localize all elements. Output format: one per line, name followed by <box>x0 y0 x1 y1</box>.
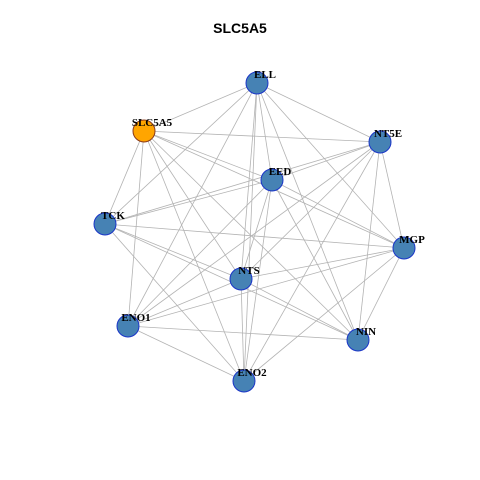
node-eno1: ENO1 <box>116 312 151 338</box>
node-slc5a5: SLC5A5 <box>132 117 173 143</box>
figure-title: SLC5A5 <box>213 20 267 36</box>
edge-ell-eno2 <box>243 82 258 382</box>
node-ell: ELL <box>245 69 276 95</box>
edge-nt5e-tck <box>104 141 381 225</box>
node-tck: TCK <box>93 210 125 236</box>
node-circle-eno2 <box>232 369 256 393</box>
node-label-nin: NIN <box>356 326 376 338</box>
edge-eed-eno2 <box>243 179 273 382</box>
edge-ell-nt5e <box>256 82 381 143</box>
edge-slc5a5-eno2 <box>143 130 245 382</box>
edge-ell-tck <box>104 82 258 225</box>
edge-mgp-nts <box>240 247 405 280</box>
node-label-nt5e: NT5E <box>374 128 402 140</box>
edge-slc5a5-eed <box>143 130 273 181</box>
node-nts: NTS <box>229 265 260 291</box>
node-circle-nt5e <box>368 130 392 154</box>
edge-eno1-nin <box>127 325 359 341</box>
edge-mgp-eno1 <box>127 247 405 327</box>
node-circle-tck <box>93 212 117 236</box>
edge-mgp-nin <box>357 247 405 341</box>
node-label-nts: NTS <box>238 265 259 277</box>
node-eno2: ENO2 <box>232 367 267 393</box>
edge-tck-nts <box>104 223 242 280</box>
node-circle-mgp <box>392 236 416 260</box>
edge-eed-eno1 <box>127 179 273 327</box>
node-label-eed: EED <box>269 166 292 178</box>
edge-eed-nts <box>240 179 273 280</box>
edge-layer <box>104 82 405 382</box>
edge-eed-nin <box>271 179 359 341</box>
edge-ell-slc5a5 <box>143 82 258 132</box>
edge-mgp-eno2 <box>243 247 405 382</box>
edge-nts-eno1 <box>127 278 242 327</box>
node-circle-eno1 <box>116 314 140 338</box>
node-label-ell: ELL <box>254 69 276 81</box>
edge-slc5a5-nt5e <box>143 130 381 143</box>
node-circle-nts <box>229 267 253 291</box>
edge-ell-eed <box>256 82 273 181</box>
node-nin: NIN <box>346 326 376 352</box>
node-circle-slc5a5 <box>132 119 156 143</box>
edge-eed-mgp <box>271 179 405 249</box>
edge-ell-nin <box>256 82 359 341</box>
edge-nt5e-eed <box>271 141 381 181</box>
edge-ell-mgp <box>256 82 405 249</box>
edge-nts-nin <box>240 278 359 341</box>
edge-nts-eno2 <box>240 278 245 382</box>
edge-eed-tck <box>104 179 273 225</box>
edge-eno1-eno2 <box>127 325 245 382</box>
edge-slc5a5-nts <box>143 130 242 280</box>
node-label-tck: TCK <box>101 210 125 222</box>
node-circle-ell <box>245 71 269 95</box>
edge-nt5e-mgp <box>379 141 405 249</box>
node-label-slc5a5: SLC5A5 <box>132 117 173 129</box>
edge-slc5a5-eno1 <box>127 130 145 327</box>
node-nt5e: NT5E <box>368 128 402 154</box>
node-circle-eed <box>260 168 284 192</box>
edge-nt5e-nts <box>240 141 381 280</box>
edge-nt5e-eno2 <box>243 141 381 382</box>
edge-nt5e-nin <box>357 141 381 341</box>
node-eed: EED <box>260 166 292 192</box>
node-circle-nin <box>346 328 370 352</box>
edge-nt5e-eno1 <box>127 141 381 327</box>
edge-tck-mgp <box>104 223 405 249</box>
node-label-eno1: ENO1 <box>121 312 150 324</box>
edge-tck-eno2 <box>104 223 245 382</box>
node-mgp: MGP <box>392 234 425 260</box>
edge-slc5a5-tck <box>104 130 145 225</box>
node-label-mgp: MGP <box>399 234 425 246</box>
node-label-eno2: ENO2 <box>237 367 267 379</box>
